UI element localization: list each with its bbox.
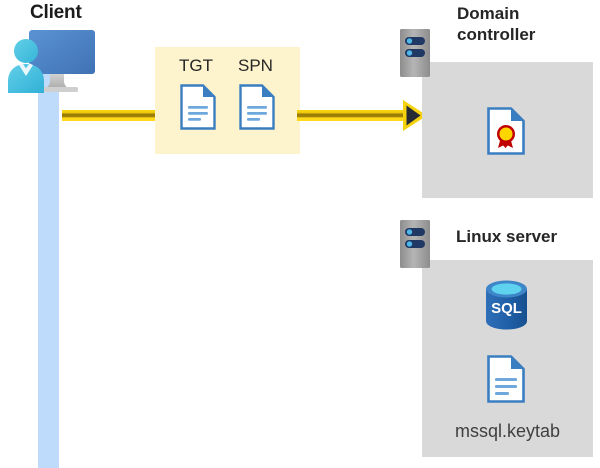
document-icon-tgt: [180, 84, 216, 130]
client-computer-user-icon: [6, 27, 98, 95]
server-rack-icon-linux-server: [400, 220, 430, 268]
sql-database-icon: SQL: [483, 279, 530, 331]
sql-icon-text: SQL: [491, 300, 522, 317]
message-payload-box: [155, 47, 300, 154]
document-icon-spn: [239, 84, 275, 130]
keytab-filename-label: mssql.keytab: [454, 421, 561, 441]
arrow-line-segment-right: [297, 110, 411, 121]
document-icon-keytab: [487, 355, 525, 403]
client-lifeline: [38, 60, 59, 468]
certificate-document-icon: [487, 107, 525, 155]
token-label-tgt: TGT: [179, 56, 213, 75]
domain-controller-title: Domain controller: [457, 4, 536, 45]
client-label: Client: [30, 2, 82, 23]
server-rack-icon-domain-controller: [400, 29, 430, 77]
arrow-right-icon: [403, 100, 427, 131]
arrow-line-segment-left: [62, 110, 157, 121]
linux-server-title: Linux server: [456, 227, 558, 246]
token-label-spn: SPN: [238, 56, 273, 75]
